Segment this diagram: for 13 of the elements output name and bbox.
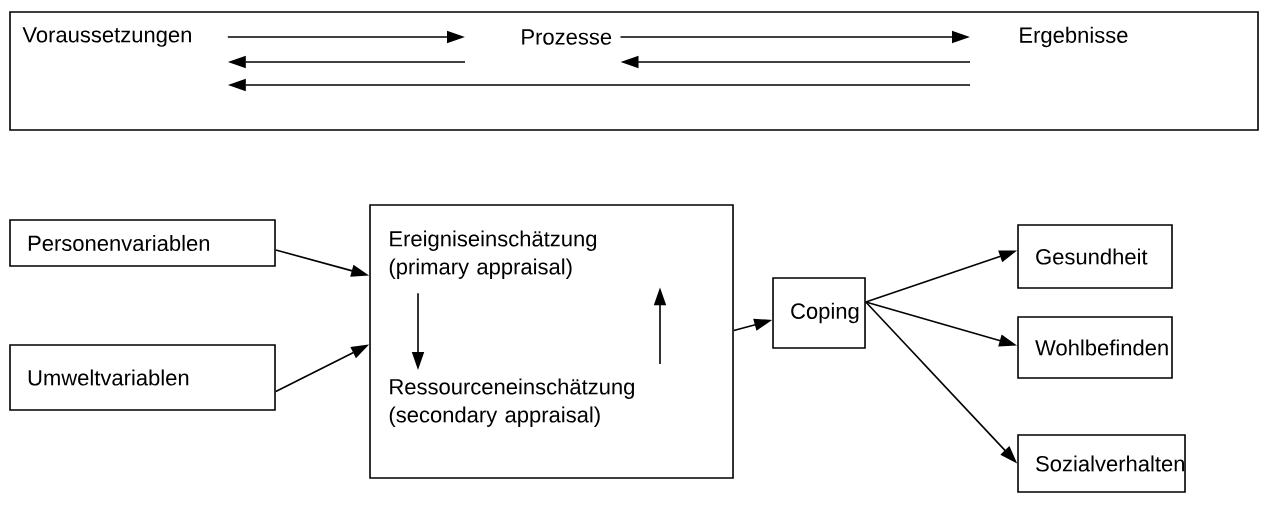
node-label: Ergebnisse — [1020, 26, 1128, 48]
process-box: Sozialverhalten — [1017, 434, 1186, 493]
process-box: Wohlbefinden — [1017, 316, 1173, 379]
frame-box — [9, 11, 1259, 131]
process-box: Personenvariablen — [9, 219, 276, 267]
process-box: Gesundheit — [1017, 224, 1173, 289]
node-label: Prozesse — [522, 29, 612, 45]
process-box: Coping — [772, 277, 866, 349]
node-label: Ereigniseinschätzung (primary appraisal) — [389, 230, 597, 279]
node-label: Voraussetzungen — [22, 27, 191, 47]
process-box — [369, 204, 734, 479]
process-box: Umweltvariablen — [9, 344, 276, 411]
node-label: Ressourceneinschätzung (secondary appraisal) — [389, 378, 634, 427]
